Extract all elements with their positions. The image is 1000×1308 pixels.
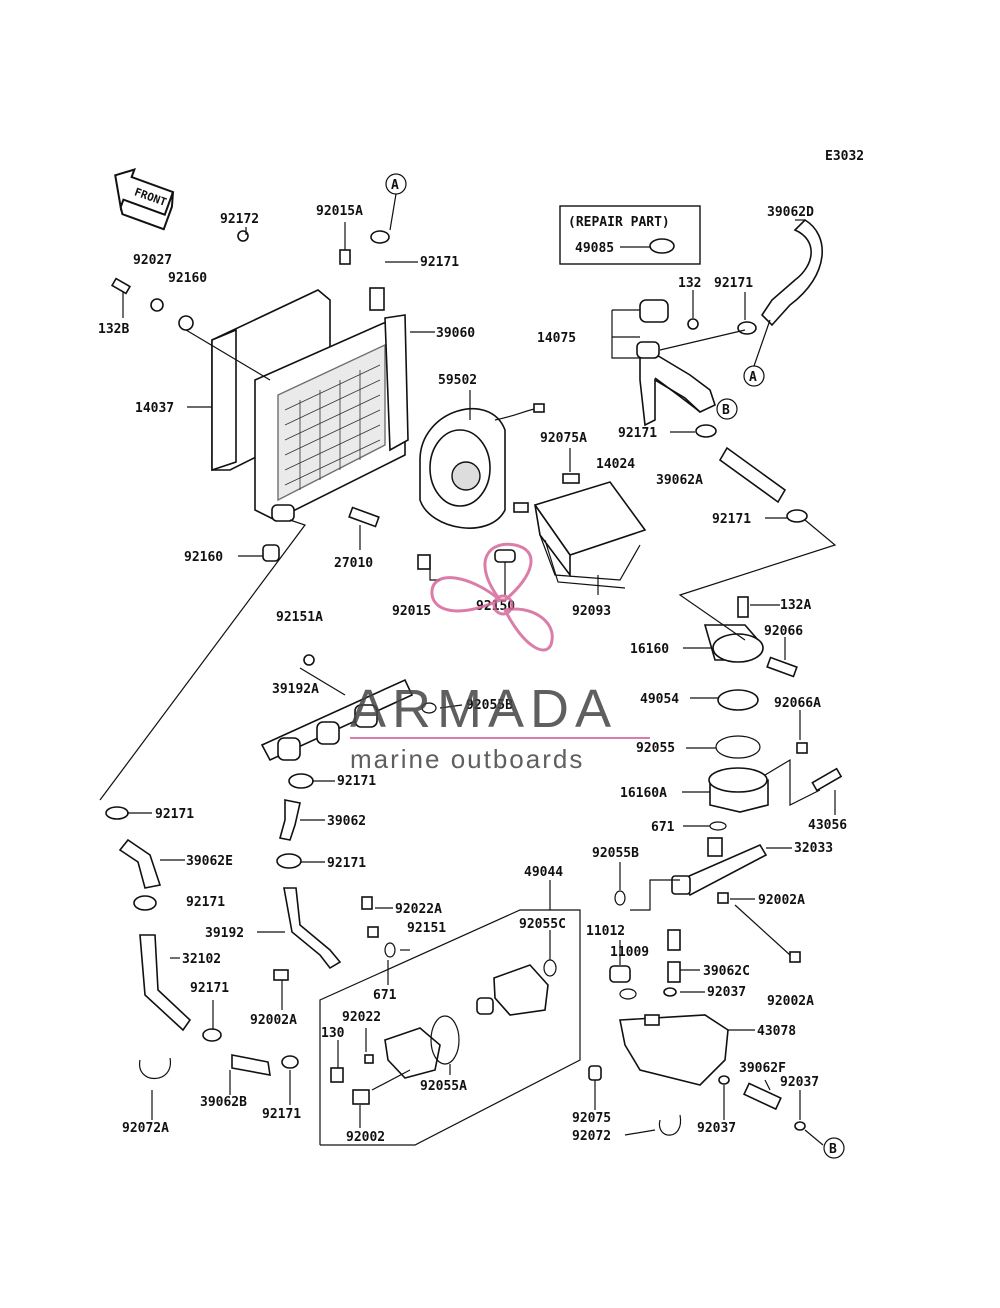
label-16160: 16160 xyxy=(630,642,669,657)
label-39062A: 39062A xyxy=(656,473,703,488)
label-130: 130 xyxy=(321,1026,345,1041)
label-92171: 92171 xyxy=(618,426,657,441)
repair-part-box: (REPAIR PART) 49085 xyxy=(559,205,701,265)
callout-a-right: A xyxy=(743,365,765,387)
label-59502: 59502 xyxy=(438,373,477,388)
label-92075A: 92075A xyxy=(540,431,587,446)
cooling-fan xyxy=(417,403,545,570)
label-92027: 92027 xyxy=(133,253,172,268)
callout-a-top: A xyxy=(385,173,407,195)
radiator-cap-icon xyxy=(649,238,675,254)
label-92072A: 92072A xyxy=(122,1121,169,1136)
label-92066A: 92066A xyxy=(774,696,821,711)
label-92066: 92066 xyxy=(764,624,803,639)
label-43078: 43078 xyxy=(757,1024,796,1039)
label-92002: 92002 xyxy=(346,1130,385,1145)
label-92072: 92072 xyxy=(572,1129,611,1144)
part-labels: 92172 92015A 92171 39062D 92027 92160 13… xyxy=(98,204,847,1145)
lower-right-assembly xyxy=(139,929,806,1136)
label-32033: 32033 xyxy=(794,841,833,856)
label-39192: 39192 xyxy=(205,926,244,941)
label-132: 132 xyxy=(678,276,701,291)
label-39060: 39060 xyxy=(436,326,475,341)
label-49054: 49054 xyxy=(640,692,679,707)
label-39062E: 39062E xyxy=(186,854,233,869)
label-92172: 92172 xyxy=(220,212,259,227)
label-11009: 11009 xyxy=(610,945,649,960)
label-43056: 43056 xyxy=(808,818,847,833)
label-92037: 92037 xyxy=(697,1121,736,1136)
label-92037: 92037 xyxy=(780,1075,819,1090)
label-39062B: 39062B xyxy=(200,1095,247,1110)
label-92075: 92075 xyxy=(572,1111,611,1126)
svg-text:B: B xyxy=(829,1142,837,1157)
repair-part-title: (REPAIR PART) xyxy=(568,215,670,230)
label-92171: 92171 xyxy=(327,856,366,871)
label-92022: 92022 xyxy=(342,1010,381,1025)
label-132B: 132B xyxy=(98,322,129,337)
label-39062C: 39062C xyxy=(703,964,750,979)
water-pump-assembly xyxy=(273,896,581,1146)
leader-lines xyxy=(99,193,837,1146)
diagram-code: E3032 xyxy=(825,149,864,164)
label-92002A: 92002A xyxy=(250,1013,297,1028)
svg-text:B: B xyxy=(722,403,730,418)
label-92171: 92171 xyxy=(186,895,225,910)
label-92160: 92160 xyxy=(184,550,223,565)
label-671: 671 xyxy=(373,988,397,1003)
label-92055A: 92055A xyxy=(420,1079,467,1094)
svg-text:A: A xyxy=(749,370,757,385)
repair-part-number: 49085 xyxy=(575,241,614,256)
front-arrow-icon: FRONT xyxy=(114,168,175,231)
label-39062D: 39062D xyxy=(767,205,814,220)
label-92055C: 92055C xyxy=(519,917,566,932)
propeller-logo-icon xyxy=(430,542,554,652)
label-16160A: 16160A xyxy=(620,786,667,801)
label-92022A: 92022A xyxy=(395,902,442,917)
label-92160: 92160 xyxy=(168,271,207,286)
label-27010: 27010 xyxy=(334,556,373,571)
coolant-reservoir xyxy=(513,473,647,589)
label-92171: 92171 xyxy=(190,981,229,996)
label-92055B: 92055B xyxy=(592,846,639,861)
label-11012: 11012 xyxy=(586,924,625,939)
label-92055: 92055 xyxy=(636,741,675,756)
svg-text:A: A xyxy=(391,178,399,193)
callout-b-bottom: B xyxy=(823,1137,845,1159)
label-92171: 92171 xyxy=(262,1107,301,1122)
label-92151A: 92151A xyxy=(276,610,323,625)
label-92037: 92037 xyxy=(707,985,746,1000)
label-92015A: 92015A xyxy=(316,204,363,219)
label-671: 671 xyxy=(651,820,675,835)
label-92002A: 92002A xyxy=(767,994,814,1009)
watermark-tagline: marine outboards xyxy=(350,744,584,774)
label-39062F: 39062F xyxy=(739,1061,786,1076)
label-14075: 14075 xyxy=(537,331,576,346)
label-32102: 32102 xyxy=(182,952,221,967)
label-14037: 14037 xyxy=(135,401,174,416)
label-132A: 132A xyxy=(780,598,811,613)
label-92171: 92171 xyxy=(712,512,751,527)
hoses xyxy=(105,218,823,1076)
label-14024: 14024 xyxy=(596,457,635,472)
label-92055B: 92055B xyxy=(466,698,513,713)
label-92151: 92151 xyxy=(407,921,446,936)
label-39062: 39062 xyxy=(327,814,366,829)
radiator-assembly xyxy=(110,230,409,562)
label-92171: 92171 xyxy=(337,774,376,789)
label-92171: 92171 xyxy=(155,807,194,822)
label-92093: 92093 xyxy=(572,604,611,619)
watermark-brand: ARMADA xyxy=(350,679,617,739)
label-92015: 92015 xyxy=(392,604,431,619)
label-92171: 92171 xyxy=(420,255,459,270)
label-49044: 49044 xyxy=(524,865,563,880)
label-92171: 92171 xyxy=(714,276,753,291)
callout-b-top: B xyxy=(716,398,738,420)
armada-watermark: ARMADA marine outboards xyxy=(350,542,650,774)
label-39192A: 39192A xyxy=(272,682,319,697)
label-92002A: 92002A xyxy=(758,893,805,908)
